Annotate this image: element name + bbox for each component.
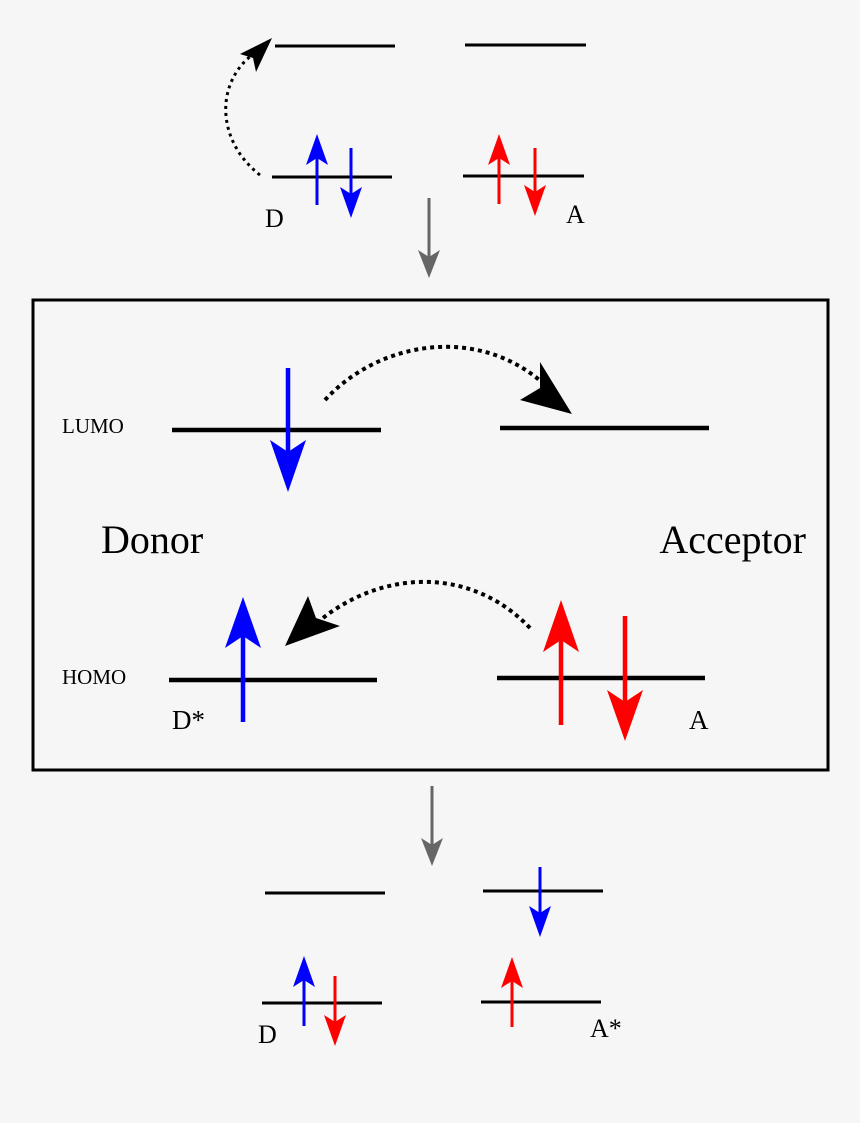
bottom-donor-spin-up-arrow-icon [293, 956, 315, 1026]
donor-lumo-spin-down-arrow-icon [270, 368, 306, 492]
bottom-acceptor-spin-up-arrow-icon [501, 957, 523, 1027]
acceptor-homo-spin-down-arrow-icon [607, 616, 643, 741]
bottom-donor-spin-down-arrow-icon [324, 976, 346, 1046]
bottom-donor-label: D [258, 1020, 277, 1049]
top-acceptor-spin-down-arrow-icon [524, 148, 546, 216]
charge-transfer-box: LUMO HOMO [31, 298, 830, 772]
donor-homo-spin-up-arrow-icon [225, 597, 261, 722]
bottom-state: D A* [258, 867, 622, 1049]
acceptor-title: Acceptor [659, 517, 806, 562]
process-arrow-icon [421, 786, 443, 866]
process-arrow-icon [418, 198, 440, 278]
bottom-acceptor-lumo-spin-down-arrow-icon [529, 867, 551, 937]
top-state: D A [224, 38, 586, 233]
top-donor-label: D [265, 204, 284, 233]
hole-transfer-dotted-arrow-icon [285, 580, 532, 646]
donor-title: Donor [101, 517, 203, 562]
top-donor-spin-down-arrow-icon [340, 148, 362, 218]
top-acceptor-spin-up-arrow-icon [488, 134, 510, 204]
electron-transfer-dotted-arrow-icon [323, 344, 572, 414]
bottom-acceptor-excited-label: A* [590, 1014, 622, 1043]
excitation-dotted-arrow-icon [224, 38, 272, 177]
lumo-label: LUMO [62, 414, 124, 438]
top-donor-spin-up-arrow-icon [306, 134, 328, 205]
box-frame [31, 298, 830, 772]
box-acceptor-label: A [689, 705, 709, 735]
acceptor-homo-spin-up-arrow-icon [543, 600, 579, 725]
top-acceptor-label: A [566, 200, 585, 229]
homo-label: HOMO [62, 665, 126, 689]
donor-excited-label: D* [172, 705, 205, 735]
